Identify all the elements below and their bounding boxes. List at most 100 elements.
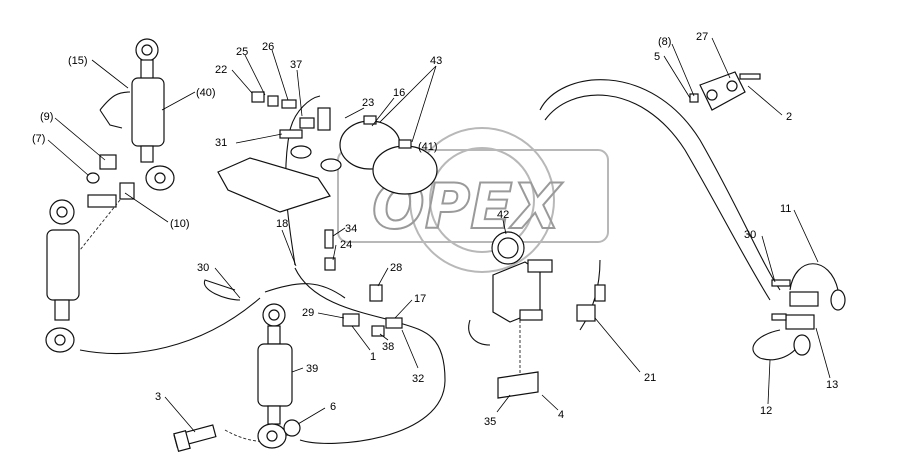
- cylinder-left-eye-bottom-hole: [54, 334, 66, 346]
- callout-5: 5: [654, 51, 660, 63]
- leader-43a: [379, 65, 437, 123]
- flange-hole-2: [726, 80, 738, 92]
- coupler-upper: [789, 291, 819, 307]
- leader-12: [767, 359, 771, 405]
- leader-39: [291, 367, 304, 373]
- callout-7: (7): [32, 133, 45, 145]
- callout-30a: 30: [197, 262, 209, 274]
- bolt-10: [87, 194, 117, 208]
- leader-21: [594, 317, 641, 373]
- leader-17: [394, 299, 413, 319]
- cylinder-40-rod-lower: [140, 145, 154, 163]
- valve-plug: [519, 309, 543, 321]
- fitting-30c: [771, 313, 787, 321]
- callout-3: 3: [155, 391, 161, 403]
- bolt-2: [739, 73, 761, 80]
- fitting-21b: [594, 284, 606, 302]
- leader-lines: [47, 37, 831, 433]
- callout-22: 22: [215, 64, 227, 76]
- fittings-top: [251, 91, 331, 139]
- leader-16: [371, 97, 395, 127]
- fitting-22: [251, 91, 265, 103]
- leader-38: [379, 333, 389, 341]
- callout-37: 37: [290, 59, 302, 71]
- cylinder-39-rod: [267, 325, 281, 345]
- leader-18: [281, 229, 297, 267]
- cylinder-39-rod-lower: [267, 405, 281, 425]
- fittings-mid: [324, 229, 403, 337]
- washer-7: [86, 172, 100, 184]
- cylinder-39: [257, 303, 301, 449]
- callout-31: 31: [215, 137, 227, 149]
- bushing-6: [283, 419, 301, 437]
- leader-31: [235, 133, 283, 144]
- dash-10: [79, 199, 121, 251]
- callout-40: (40): [196, 87, 216, 99]
- watermark-gear: [409, 127, 555, 273]
- fitting-37: [299, 117, 315, 129]
- callout-30b: 30: [744, 229, 756, 241]
- cap-strap-11: [789, 263, 839, 291]
- leader-34: [332, 227, 346, 237]
- leader-26: [271, 49, 289, 101]
- fitting-tee: [317, 107, 331, 131]
- fitting-34: [324, 229, 334, 249]
- ring-31: [290, 145, 312, 159]
- ring-24: [320, 158, 342, 172]
- fitting-17: [385, 317, 403, 329]
- leader-27: [711, 37, 731, 79]
- cylinder-left-eye-hole: [56, 206, 68, 218]
- flange-hole-1: [706, 89, 718, 101]
- leader-10: [124, 192, 169, 223]
- leader-29: [317, 312, 345, 319]
- callout-28: 28: [390, 262, 402, 274]
- cap-strap-12: [752, 329, 801, 361]
- hose-upper-accumulator: [285, 95, 321, 266]
- callout-39: 39: [306, 363, 318, 375]
- leader-7: [47, 139, 89, 176]
- callout-26: 26: [262, 41, 274, 53]
- bracket-28: [369, 284, 383, 302]
- leader-28: [377, 267, 389, 287]
- callout-27: 27: [696, 31, 708, 43]
- callout-12: 12: [760, 405, 772, 417]
- callout-32: 32: [412, 373, 424, 385]
- bracket-plate: [217, 157, 331, 213]
- fitting-30b: [771, 279, 791, 287]
- callout-38: 38: [382, 341, 394, 353]
- bracket-35: [497, 371, 539, 399]
- watermark-frame: [337, 149, 609, 243]
- coupler-13: [785, 314, 815, 330]
- cylinder-40-barrel: [131, 77, 165, 147]
- cylinder-39-barrel: [257, 343, 293, 407]
- parts-left: [86, 154, 217, 452]
- accumulator-41-cap: [398, 139, 412, 149]
- cylinder-left-barrel: [46, 229, 80, 301]
- hose-30: [203, 279, 241, 301]
- callout-1: 1: [370, 351, 376, 363]
- fitting-38: [371, 325, 385, 337]
- leader-22: [231, 69, 253, 94]
- fitting-25: [267, 95, 279, 107]
- callout-25: 25: [236, 46, 248, 58]
- leader-4: [541, 394, 559, 411]
- cylinder-left-lower: [45, 199, 80, 353]
- nut-10: [119, 182, 135, 200]
- callout-24: 24: [340, 239, 352, 251]
- accumulator-group: [217, 115, 438, 213]
- callout-8: (8): [658, 36, 671, 48]
- leader-13: [815, 327, 831, 379]
- leader-1: [351, 325, 371, 351]
- fitting-26: [281, 99, 297, 109]
- callout-2: 2: [786, 111, 792, 123]
- accumulator-41: [372, 145, 438, 195]
- callout-4: 4: [558, 409, 564, 421]
- callout-16: 16: [393, 87, 405, 99]
- clip-29: [342, 313, 360, 327]
- cylinder-39-eye-hole: [268, 309, 280, 321]
- cylinder-39-eye-bottom-hole: [266, 430, 278, 442]
- callout-9: (9): [40, 111, 53, 123]
- coupler-block: [689, 71, 761, 111]
